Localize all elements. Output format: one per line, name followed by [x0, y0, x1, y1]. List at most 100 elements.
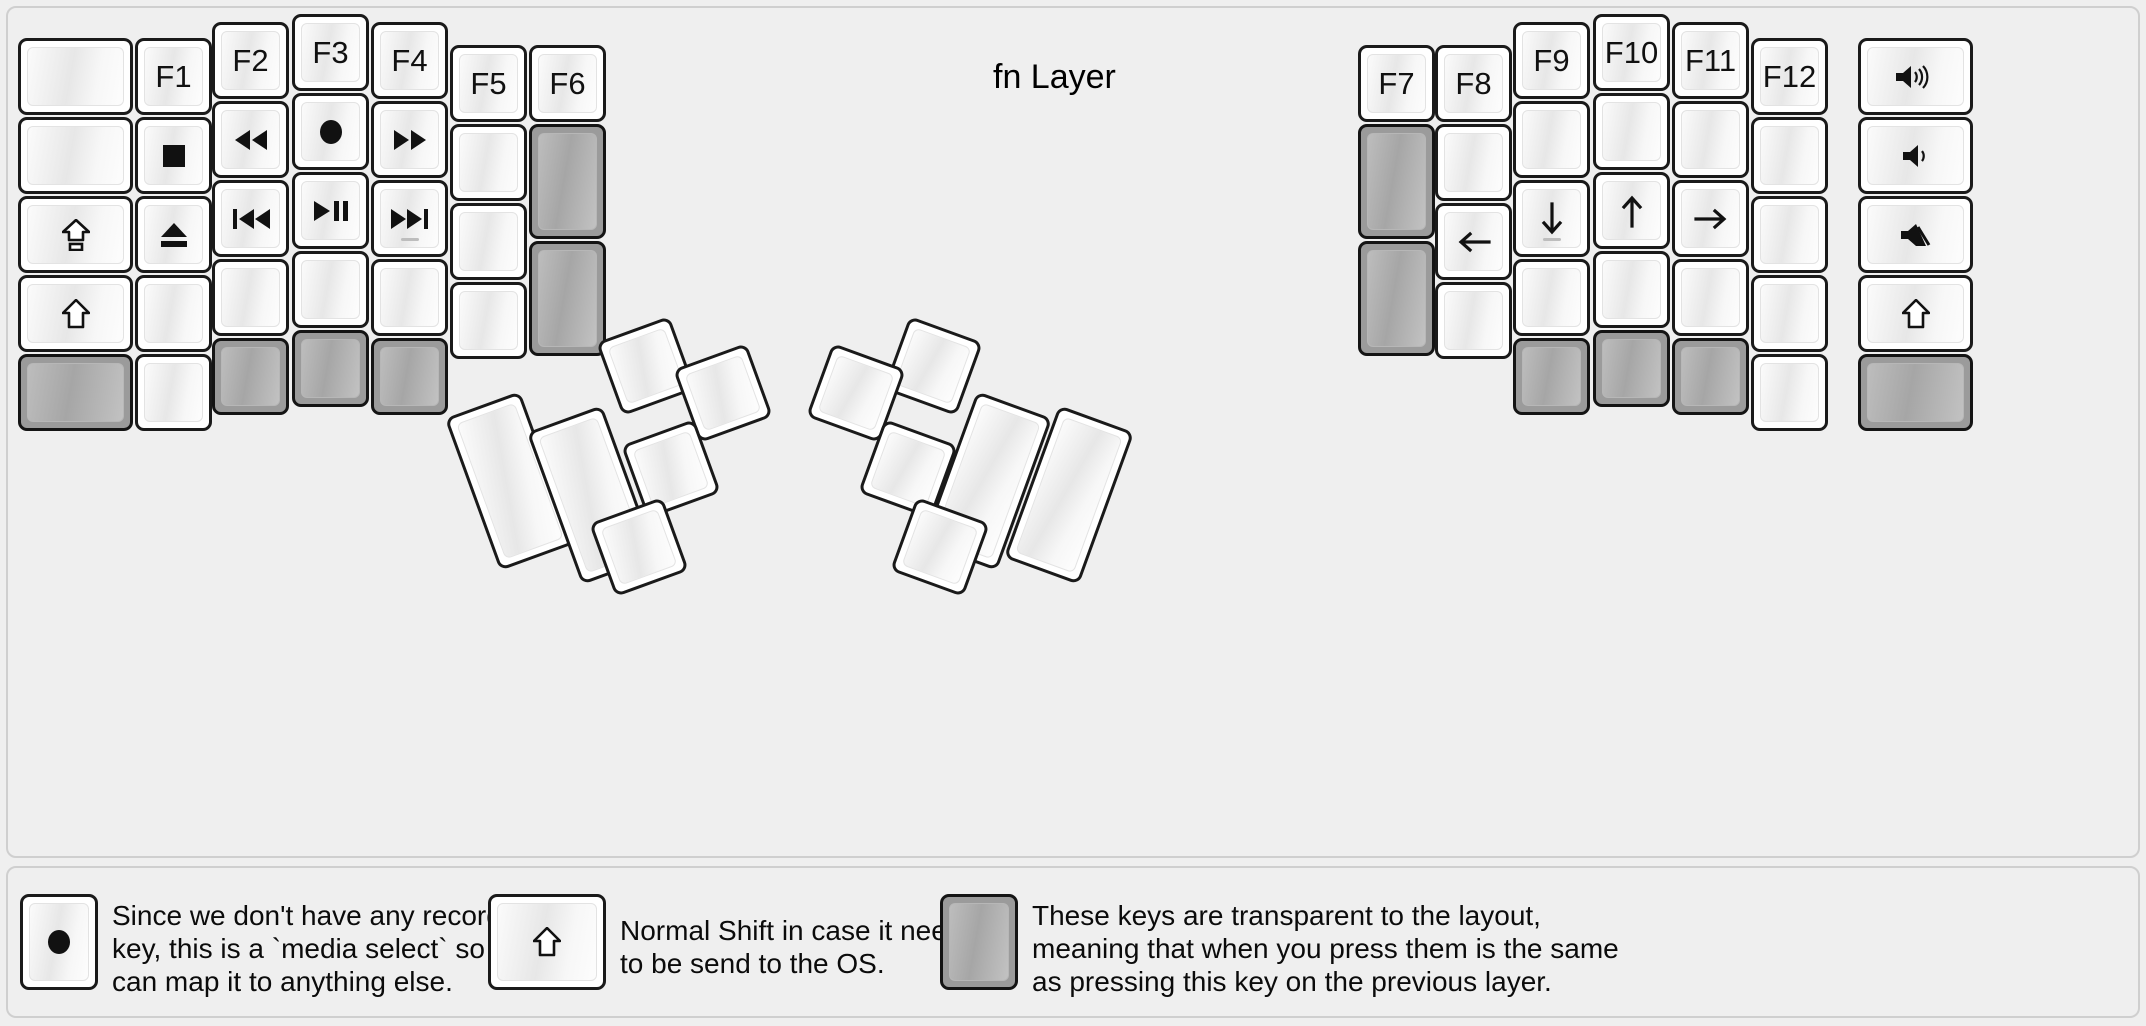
- keycap-face: F4: [380, 31, 439, 90]
- key-right-pinky-1[interactable]: [1751, 117, 1828, 194]
- keycap-face: F3: [301, 23, 360, 82]
- key-left-pinky-outer-3[interactable]: [18, 275, 133, 352]
- record-icon: [317, 118, 345, 146]
- key-left-pinky-outer-1[interactable]: [18, 117, 133, 194]
- keycap-face: [1444, 133, 1503, 192]
- key-left-ring-4[interactable]: [212, 338, 289, 415]
- key-right-middle-3[interactable]: [1593, 251, 1670, 328]
- keycap-face: [27, 47, 124, 106]
- key-left-pinky-outer-4[interactable]: [18, 354, 133, 431]
- keycap-face: [301, 102, 360, 161]
- key-right-index-1[interactable]: [1513, 101, 1590, 178]
- key-left-middle-1[interactable]: [292, 93, 369, 170]
- key-left-ring-1[interactable]: [212, 101, 289, 178]
- key-left-pinky-outer-2[interactable]: [18, 196, 133, 273]
- keycap-face: [1602, 339, 1661, 398]
- key-left-pinky-3[interactable]: [135, 275, 212, 352]
- keycap-face: [1760, 363, 1819, 422]
- key-left-index-0[interactable]: F4: [371, 22, 448, 99]
- key-left-pinky-1[interactable]: [135, 117, 212, 194]
- key-right-index-0[interactable]: F9: [1513, 22, 1590, 99]
- keycap-face: [817, 354, 895, 432]
- key-right-ring-0[interactable]: F11: [1672, 22, 1749, 99]
- key-right-pinky-outer-3[interactable]: [1858, 275, 1973, 352]
- key-right-middle-1[interactable]: [1593, 93, 1670, 170]
- shift-icon: [1901, 298, 1930, 329]
- keycap-face: [221, 110, 280, 169]
- keycap-face: [1867, 47, 1964, 106]
- key-left-ring-2[interactable]: [212, 180, 289, 257]
- key-right-middle-2[interactable]: [1593, 172, 1670, 249]
- key-right-ring-2[interactable]: [1672, 180, 1749, 257]
- key-left-index-2[interactable]: [371, 180, 448, 257]
- key-right-pinky-outer-4[interactable]: [1858, 354, 1973, 431]
- key-left-pinky-outer-0[interactable]: [18, 38, 133, 115]
- keycap-face: F1: [144, 47, 203, 106]
- key-left-index-4[interactable]: [371, 338, 448, 415]
- keycap-face: F5: [459, 54, 518, 113]
- key-label: F5: [470, 66, 507, 101]
- keycap-face: [869, 430, 947, 508]
- next-track-icon: [390, 207, 430, 231]
- keycap-face: [1444, 291, 1503, 350]
- key-left-pinky-4[interactable]: [135, 354, 212, 431]
- key-right-pinky-0[interactable]: F12: [1751, 38, 1828, 115]
- previous-track-icon: [231, 207, 271, 231]
- key-left-index-inner-3[interactable]: [450, 282, 527, 359]
- key-right-pinky-outer-0[interactable]: [1858, 38, 1973, 115]
- keycap-face: [1367, 133, 1426, 230]
- key-left-ring-3[interactable]: [212, 259, 289, 336]
- key-right-pinky-3[interactable]: [1751, 275, 1828, 352]
- key-right-ring-4[interactable]: [1672, 338, 1749, 415]
- key-right-index-inner-0[interactable]: F8: [1435, 45, 1512, 122]
- keycap-face: [1681, 189, 1740, 248]
- key-right-index-inner-1[interactable]: [1435, 124, 1512, 201]
- key-left-ring-0[interactable]: F2: [212, 22, 289, 99]
- key-left-inner-extra-2[interactable]: [529, 241, 606, 356]
- key-right-inner-extra-0[interactable]: F7: [1358, 45, 1435, 122]
- key-left-middle-2[interactable]: [292, 172, 369, 249]
- key-right-index-inner-3[interactable]: [1435, 282, 1512, 359]
- keycap-face: [459, 291, 518, 350]
- key-left-index-3[interactable]: [371, 259, 448, 336]
- key-right-index-4[interactable]: [1513, 338, 1590, 415]
- rewind-icon: [233, 128, 269, 152]
- keycap-face: [1760, 284, 1819, 343]
- keycap-face: [1602, 102, 1661, 161]
- key-right-ring-3[interactable]: [1672, 259, 1749, 336]
- key-left-middle-4[interactable]: [292, 330, 369, 407]
- key-right-middle-0[interactable]: F10: [1593, 14, 1670, 91]
- keycap-face: F2: [221, 31, 280, 90]
- key-right-index-2[interactable]: [1513, 180, 1590, 257]
- key-left-middle-3[interactable]: [292, 251, 369, 328]
- key-left-inner-extra-1[interactable]: [529, 124, 606, 239]
- key-left-index-inner-2[interactable]: [450, 203, 527, 280]
- keycap-face: [1867, 205, 1964, 264]
- key-left-index-inner-0[interactable]: F5: [450, 45, 527, 122]
- key-right-index-3[interactable]: [1513, 259, 1590, 336]
- homing-bar: [400, 238, 419, 241]
- key-right-index-inner-2[interactable]: [1435, 203, 1512, 280]
- key-right-pinky-outer-1[interactable]: [1858, 117, 1973, 194]
- keycap-face: [538, 250, 597, 347]
- key-left-index-1[interactable]: [371, 101, 448, 178]
- key-left-pinky-2[interactable]: [135, 196, 212, 273]
- key-right-middle-4[interactable]: [1593, 330, 1670, 407]
- volume-down-icon: [1901, 142, 1931, 170]
- legend-frame: [6, 866, 2140, 1018]
- key-left-inner-extra-0[interactable]: F6: [529, 45, 606, 122]
- key-right-pinky-4[interactable]: [1751, 354, 1828, 431]
- legend-keycap-face: [29, 903, 89, 981]
- key-label: F4: [391, 43, 428, 78]
- key-left-pinky-0[interactable]: F1: [135, 38, 212, 115]
- key-right-inner-extra-1[interactable]: [1358, 124, 1435, 239]
- key-right-pinky-2[interactable]: [1751, 196, 1828, 273]
- keycap-face: [684, 354, 762, 432]
- key-left-middle-0[interactable]: F3: [292, 14, 369, 91]
- key-right-pinky-outer-2[interactable]: [1858, 196, 1973, 273]
- key-right-ring-1[interactable]: [1672, 101, 1749, 178]
- key-right-inner-extra-2[interactable]: [1358, 241, 1435, 356]
- key-label: F9: [1533, 43, 1570, 78]
- key-left-index-inner-1[interactable]: [450, 124, 527, 201]
- keycap-face: [632, 430, 710, 508]
